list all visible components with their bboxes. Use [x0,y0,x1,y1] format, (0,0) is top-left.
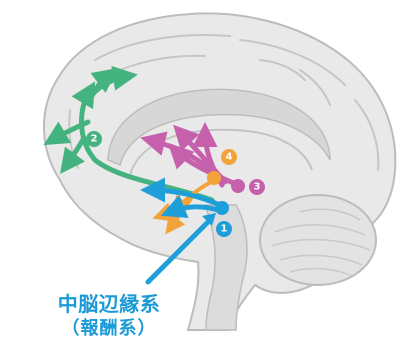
marker-2: 2 [86,131,102,147]
nucleus-pink [231,179,245,193]
nucleus-blue [215,201,229,215]
marker-3-label: 3 [254,182,261,193]
marker-4-label: 4 [226,152,233,163]
marker-1-label: 1 [221,224,228,235]
cerebellum [260,195,376,285]
marker-3: 3 [249,179,265,195]
marker-4: 4 [221,149,237,165]
caption-title: 中脳辺縁系 [14,288,204,317]
marker-2-label: 2 [91,134,98,145]
nucleus-orange [207,171,221,185]
marker-1: 1 [216,221,232,237]
caption-subtitle: （報酬系） [14,314,204,340]
